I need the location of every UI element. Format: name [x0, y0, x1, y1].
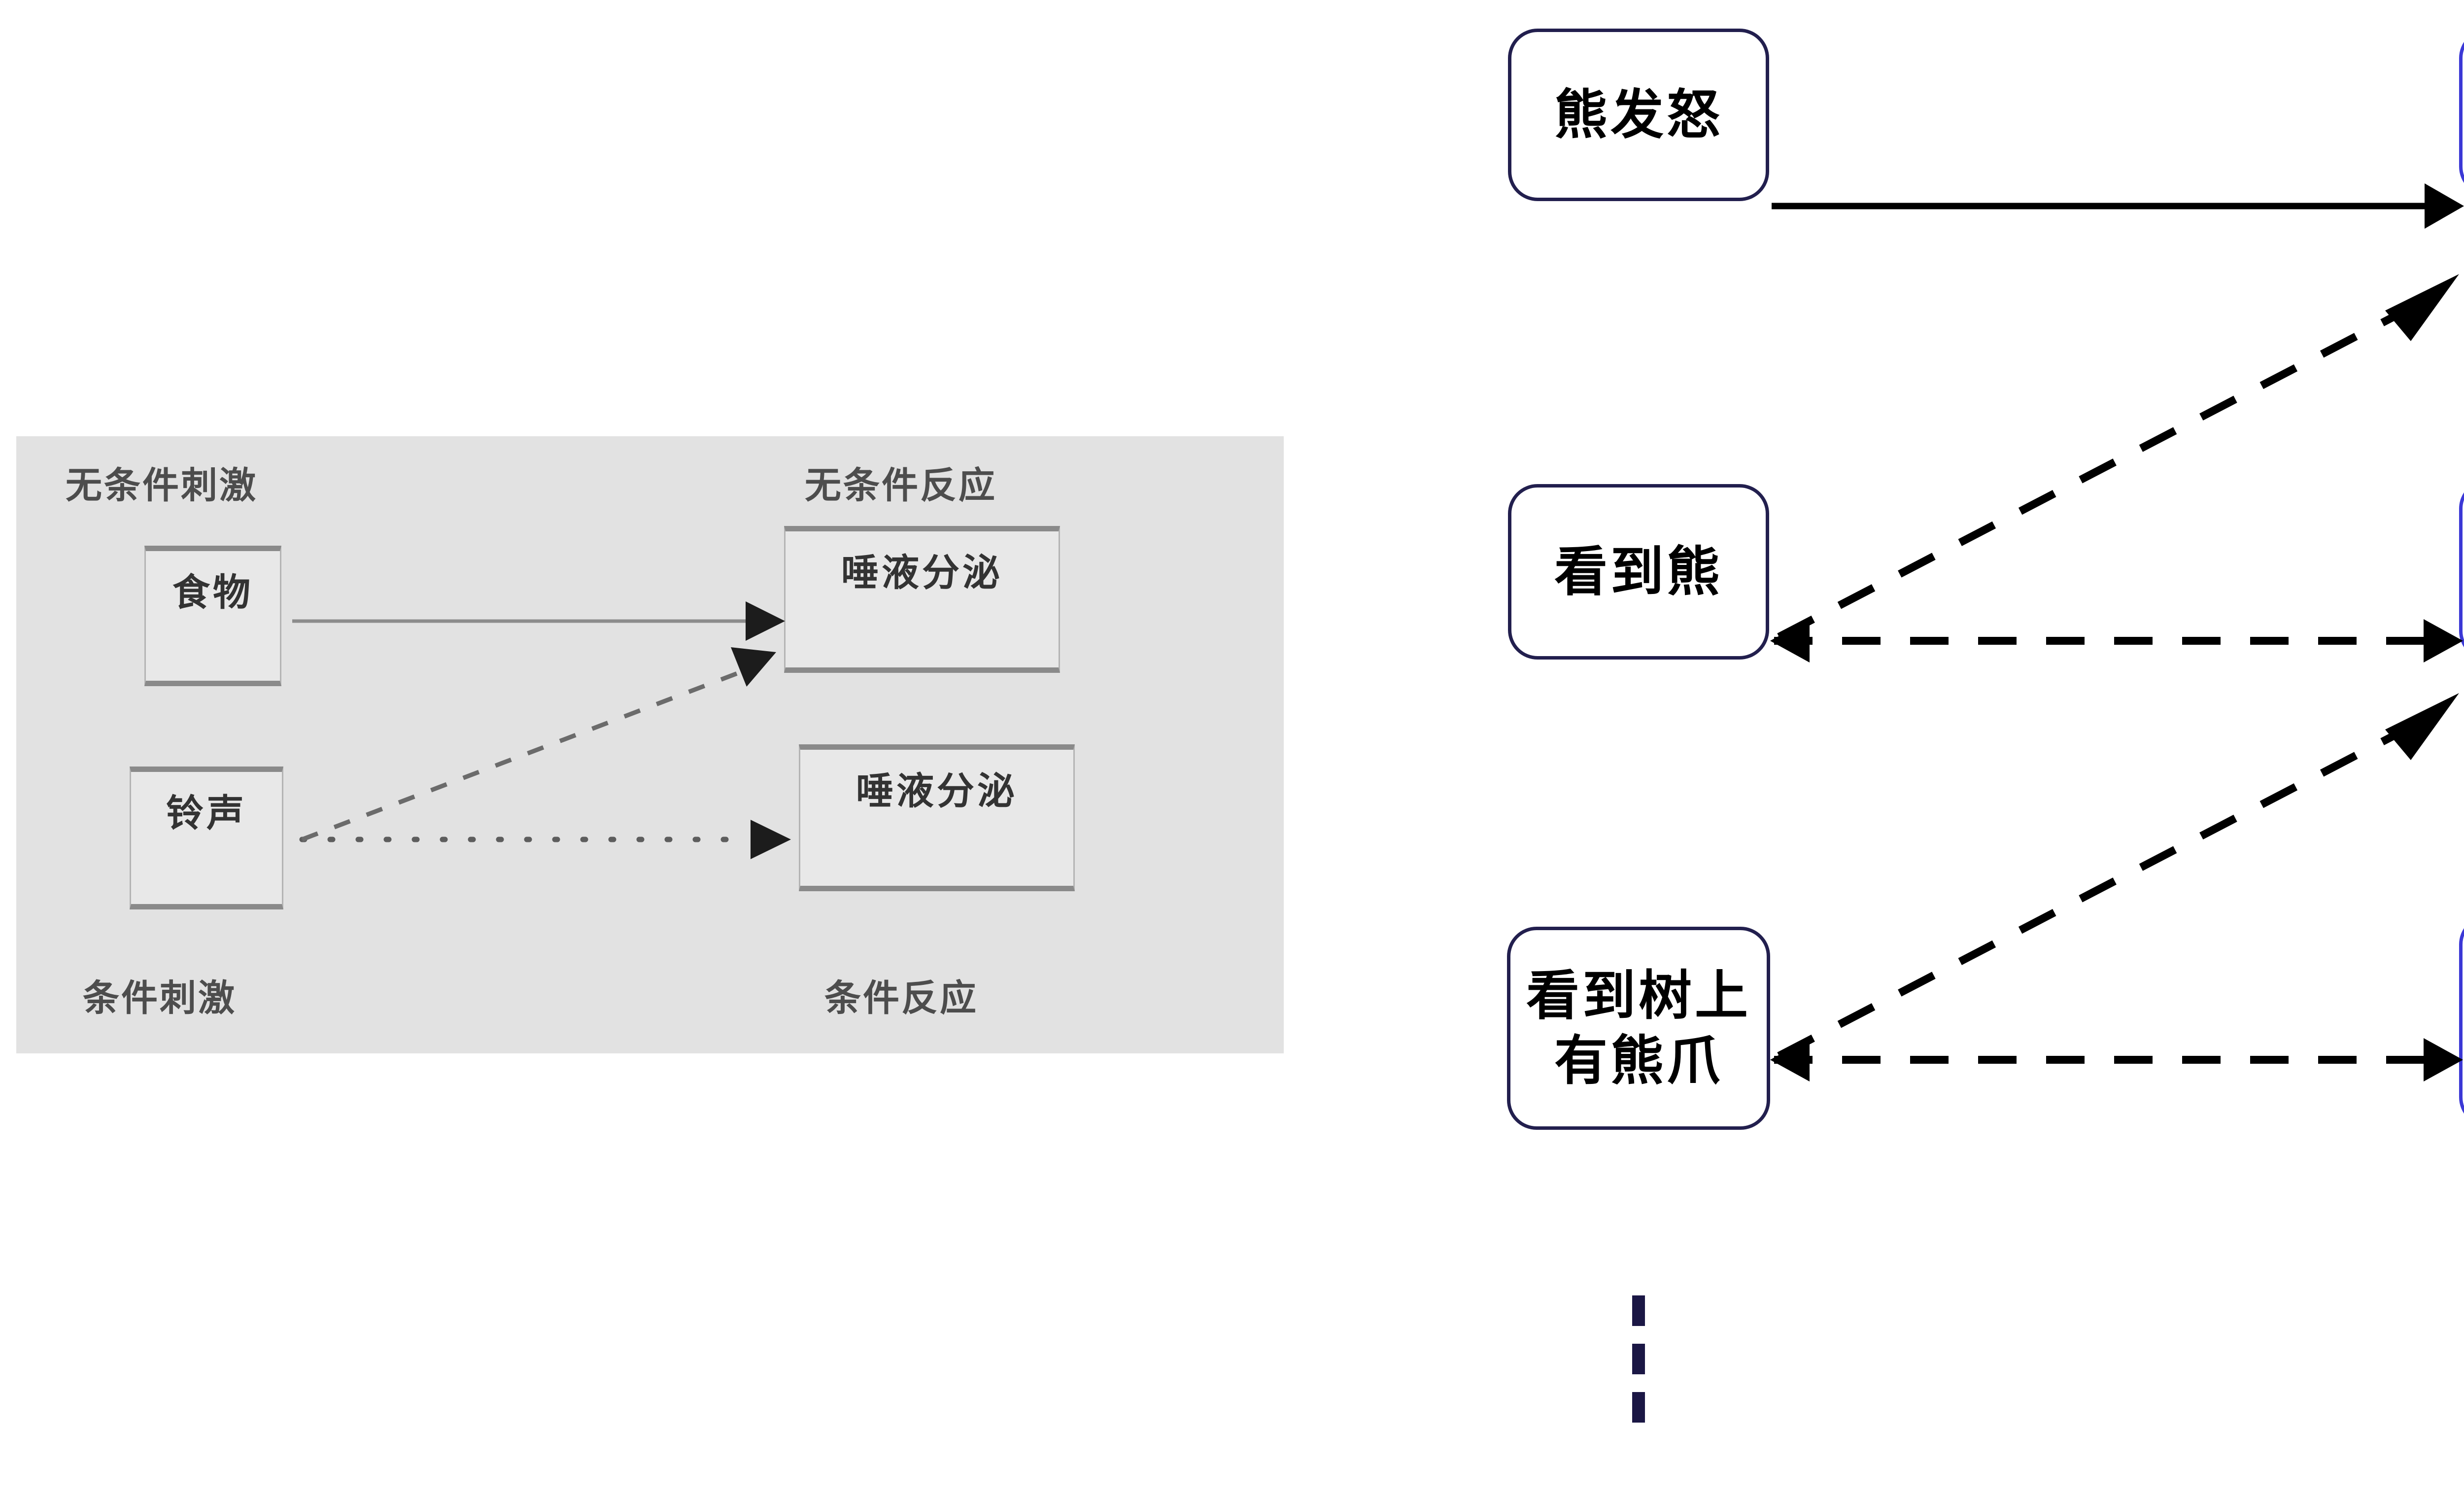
arrowhead-see-bear-to-reward: [2385, 274, 2459, 341]
ellipsis-dot: [1632, 1344, 1645, 1374]
rl-box-bear-angry-label: 熊发怒: [1554, 85, 1723, 145]
box-food: 食物: [144, 546, 281, 686]
rl-box-see-claw: 看到树上 有熊爪: [1507, 927, 1770, 1130]
rl-box-see-claw-label: 看到树上 有熊爪: [1526, 966, 1751, 1090]
rl-box-value-s: V(s): [2459, 915, 2464, 1127]
arrowhead-value-s-prime-to-see-bear: [1770, 619, 1810, 662]
rl-box-see-bear-label: 看到熊: [1554, 542, 1723, 602]
rl-box-see-bear: 看到熊: [1508, 484, 1769, 660]
heading-conditioned-stimulus: 条件刺激: [83, 977, 237, 1018]
edge-see-claw-to-value-s-prime: [1777, 716, 2427, 1060]
box-salivation-unconditioned-label: 唾液分泌: [841, 552, 1003, 594]
box-bell: 铃声: [130, 767, 283, 909]
arrowhead-food-to-salivation: [746, 601, 785, 641]
arrowhead-see-claw-to-value-s-prime: [2385, 693, 2459, 760]
heading-conditioned-response: 条件反应: [824, 977, 978, 1018]
box-salivation-conditioned: 唾液分泌: [799, 744, 1075, 891]
box-food-label: 食物: [172, 572, 253, 614]
arrowhead-see-claw-to-value-s: [2424, 1038, 2463, 1081]
ellipsis-dot: [1632, 1392, 1645, 1423]
classical-conditioning-connectors: [292, 601, 791, 859]
arrowhead-see-bear-to-value-s-prime: [2424, 619, 2463, 662]
box-salivation-conditioned-label: 唾液分泌: [856, 770, 1018, 812]
box-bell-label: 铃声: [166, 793, 247, 835]
box-salivation-unconditioned: 唾液分泌: [784, 526, 1060, 673]
rl-box-reward: 奖励: [2459, 29, 2464, 196]
ellipsis-dot: [1632, 1295, 1645, 1326]
classical-conditioning-panel: 无条件刺激 无条件反应 条件刺激 条件反应 食物 铃声 唾液分泌 唾液分泌: [16, 436, 1284, 1053]
arrowhead-bell-to-salivation-conditioned: [751, 820, 791, 859]
ellipsis-left-column: [1632, 1295, 1645, 1423]
arrowhead-value-s-to-see-claw: [1770, 1038, 1810, 1081]
arrowhead-bear-angry-to-reward: [2425, 183, 2464, 229]
edge-see-bear-to-reward: [1777, 297, 2427, 641]
arrowhead-bell-to-salivation-unconditioned: [731, 647, 776, 687]
rl-box-value-s-prime: V(s′): [2459, 479, 2464, 661]
rl-box-bear-angry: 熊发怒: [1508, 29, 1769, 201]
edge-bell-to-salivation-unconditioned: [301, 665, 753, 842]
heading-unconditioned-stimulus: 无条件刺激: [66, 465, 258, 506]
heading-unconditioned-response: 无条件反应: [805, 465, 997, 506]
